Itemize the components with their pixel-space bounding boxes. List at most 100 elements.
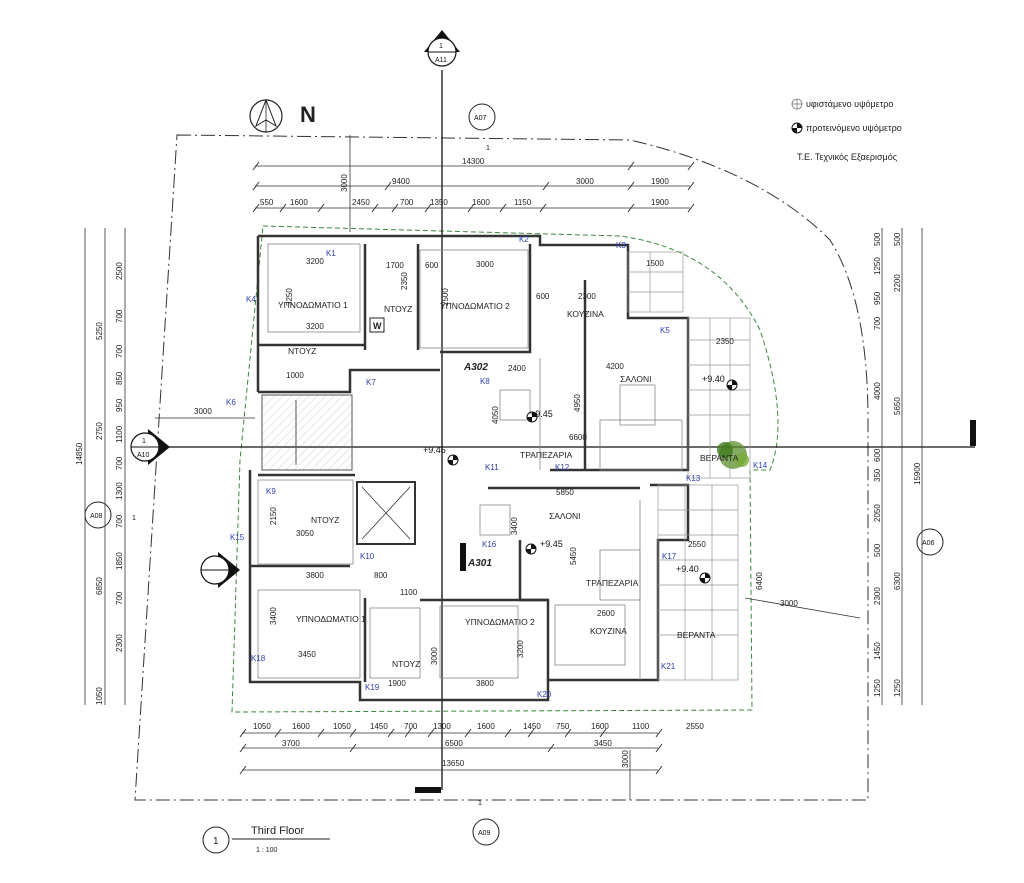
dim-right-s3: 950 — [873, 291, 882, 305]
dim-right-s8: 2050 — [873, 504, 882, 522]
dim-left-s12: 2300 — [115, 634, 124, 652]
dim-top-d6: 1600 — [472, 198, 490, 207]
dim-right-s4: 700 — [873, 316, 882, 330]
room-veranda-top: ΒΕΡΑΝΤΑ — [700, 453, 739, 463]
mark-k10: K10 — [360, 552, 375, 561]
mark-k14: K14 — [753, 461, 768, 470]
plant-symbol — [717, 441, 749, 469]
plot-boundary — [134, 134, 869, 801]
room-dining-bot: ΤΡΑΠΕΖΑΡΙΑ — [586, 578, 639, 588]
callout-a09: A09 — [478, 830, 491, 837]
dim-left-h3000: 3000 — [194, 407, 212, 416]
dim-in-41: 3200 — [516, 640, 525, 658]
dim-left-s5: 950 — [115, 398, 124, 412]
dim-in-17: 4200 — [606, 362, 624, 371]
dim-in-31: 1100 — [400, 588, 418, 597]
dim-left-s2: 700 — [115, 309, 124, 323]
dim-in-10: 2300 — [578, 292, 596, 301]
veranda-top-deck — [687, 317, 751, 479]
dim-in-20: 4950 — [573, 394, 582, 412]
dim-bot-b1: 1050 — [253, 722, 271, 731]
dim-bot-c3: 3450 — [594, 739, 612, 748]
dim-in-4: 3000 — [476, 260, 494, 269]
dim-right-s2: 1250 — [873, 257, 882, 275]
room-salon-bot: ΣΑΛΟΝΙ — [549, 511, 581, 521]
mark-k20: K20 — [537, 690, 552, 699]
room-shower-top-b: ΝΤΟΥΖ — [288, 346, 316, 356]
dim-left-s4: 850 — [115, 371, 124, 385]
room-bed1-bot: ΥΠΝΟΔΩΜΑΤΙΟ 1 — [296, 614, 366, 624]
title-block — [202, 826, 330, 854]
mark-k21: K21 — [661, 662, 676, 671]
dim-right-g2: 6300 — [893, 572, 902, 590]
dim-bot-v3000: 3000 — [621, 750, 630, 768]
veranda-bottom-deck — [657, 484, 739, 681]
dim-in-40: 3800 — [476, 679, 494, 688]
stairwell — [261, 394, 353, 471]
dim-right-s1: 500 — [873, 232, 882, 246]
callout-a08: A08 — [90, 513, 103, 520]
room-bed2-top: ΥΠΝΟΔΩΜΑΤΙΟ 2 — [440, 301, 510, 311]
dim-bot-b9: 750 — [556, 722, 570, 731]
section-top-num: 1 — [439, 43, 443, 50]
mark-k12: K12 — [555, 463, 570, 472]
mark-k15: K15 — [230, 533, 245, 542]
legend-existing: υφιστάμενο υψόμετρο — [806, 99, 893, 109]
dim-in-21: 6600 — [569, 433, 587, 442]
mark-k7: K7 — [366, 378, 376, 387]
dim-right-r4: 1250 — [893, 679, 902, 697]
section-left-ref: A10 — [137, 452, 150, 459]
dim-right-r2: 500 — [893, 232, 902, 246]
title-num: 1 — [213, 836, 219, 847]
elevator-shaft — [356, 481, 416, 545]
dim-right-s10: 2300 — [873, 587, 882, 605]
dim-left-total: 14850 — [75, 442, 84, 465]
grid-label-top: 1 — [486, 145, 490, 152]
dim-in-38: 1900 — [388, 679, 406, 688]
mark-k11: K11 — [485, 463, 499, 472]
title-scale: 1 : 100 — [256, 847, 278, 854]
dim-bot-b2: 1600 — [292, 722, 310, 731]
legend-proposed: προτεινόμενο υψόμετρο — [806, 123, 902, 133]
room-veranda-bot: ΒΕΡΑΝΤΑ — [677, 630, 716, 640]
level-940-b: +9.40 — [676, 564, 699, 574]
w-box — [369, 317, 385, 333]
room-dining-top: ΤΡΑΠΕΖΑΡΙΑ — [520, 450, 573, 460]
section-marker-top — [424, 30, 460, 67]
dim-right-h3000: 3000 — [780, 599, 798, 608]
dim-bot-b4: 1450 — [370, 722, 388, 731]
dim-top-total: 14300 — [462, 157, 485, 166]
dim-top-v3000: 3000 — [340, 174, 349, 192]
dim-left-g2: 2750 — [95, 422, 104, 440]
dim-bot-b12: 2550 — [686, 722, 704, 731]
dim-bot-b3: 1050 — [333, 722, 351, 731]
dim-right-s9: 500 — [873, 543, 882, 557]
grid-label-bottom: 1 — [478, 800, 482, 807]
dim-right-s5: 4000 — [873, 382, 882, 400]
mark-k8: K8 — [480, 377, 490, 386]
dim-left-g3: 6850 — [95, 577, 104, 595]
mark-k6: K6 — [226, 398, 236, 407]
room-shower-bot: ΝΤΟΥΖ — [392, 659, 420, 669]
section-marker-left — [130, 429, 170, 465]
dim-bot-c1: 3700 — [282, 739, 300, 748]
dim-in-27: 2550 — [688, 540, 706, 549]
dim-top-d1: 550 — [260, 198, 274, 207]
callout-a07: A07 — [474, 115, 487, 122]
room-shower-mid: ΝΤΟΥΖ — [311, 515, 339, 525]
balcony-top-right — [627, 251, 684, 313]
section-top-ref: A11 — [435, 57, 447, 64]
level-945-b: +9.45 — [423, 445, 446, 455]
dim-right-g1: 5650 — [893, 397, 902, 415]
dim-in-39: 3000 — [430, 647, 439, 665]
dim-in-19: 4050 — [491, 406, 500, 424]
room-kitchen-top: ΚΟΥΖΙΝΑ — [567, 309, 604, 319]
dim-in-5: 1500 — [646, 259, 664, 268]
dim-left-s13: 1050 — [95, 687, 104, 705]
dim-left-s10: 1850 — [115, 552, 124, 570]
dim-top-d4: 700 — [400, 198, 414, 207]
dim-right-s12: 1250 — [873, 679, 882, 697]
dim-top-c: 1900 — [651, 177, 669, 186]
dim-in-8: 2500 — [441, 288, 450, 306]
level-940-a: +9.40 — [702, 374, 725, 384]
